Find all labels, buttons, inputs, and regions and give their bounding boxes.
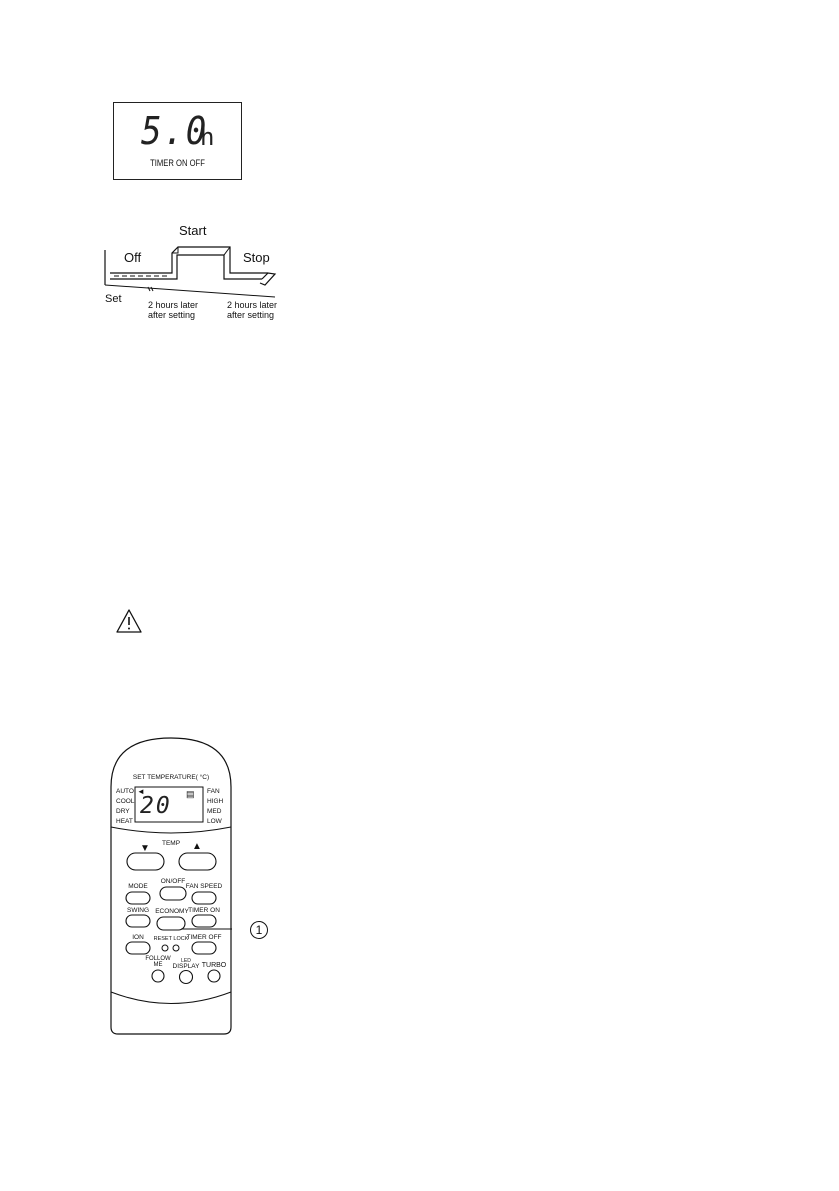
temp-down-icon: ▼: [140, 843, 150, 854]
timer-display: 5.0 h TIMER ON OFF: [113, 102, 242, 180]
temp-label: TEMP: [161, 840, 181, 847]
timer-on-button-label: TIMER ON: [188, 907, 220, 914]
turbo-button-label: TURBO: [201, 962, 227, 969]
temperature-value: 20: [140, 793, 172, 819]
start-label: Start: [179, 223, 207, 238]
fan-label: FAN: [207, 788, 220, 795]
fan-low-label: LOW: [207, 818, 222, 825]
later-label-1: 2 hours later: [148, 300, 199, 310]
after-label-2: after setting: [227, 310, 275, 320]
follow-me-button[interactable]: [152, 970, 164, 982]
ion-button-label: ION: [132, 934, 144, 941]
temp-up-button[interactable]: [179, 853, 216, 870]
led-display-button[interactable]: [179, 970, 192, 983]
temp-down-button[interactable]: [127, 853, 164, 870]
stop-label: Stop: [243, 250, 270, 265]
mode-cool-label: COOL: [116, 798, 135, 805]
follow-me-label-1: FOLLOW: [145, 956, 171, 962]
led-display-label-1: LED: [181, 958, 191, 964]
on-off-button-label: ON/OFF: [160, 878, 186, 885]
fan-high-label: HIGH: [207, 798, 224, 805]
swing-button[interactable]: [126, 915, 150, 927]
after-label-1: after setting: [148, 310, 196, 320]
fan-speed-button-label: FAN SPEED: [185, 883, 223, 890]
mode-button-label: MODE: [128, 883, 148, 890]
set-label: Set: [105, 293, 122, 305]
timer-value: 5.0: [141, 109, 209, 153]
mode-heat-label: HEAT: [116, 818, 133, 825]
mode-button[interactable]: [126, 892, 150, 904]
ion-button[interactable]: [126, 942, 150, 954]
mode-indicator-icon: ◄: [137, 787, 145, 796]
callout-number: 1: [250, 921, 268, 939]
off-label: Off: [124, 250, 142, 265]
swing-button-label: SWING: [126, 907, 150, 914]
remote-body: [110, 737, 232, 1035]
mode-dry-label: DRY: [116, 808, 130, 815]
fan-med-label: MED: [207, 808, 222, 815]
turbo-button[interactable]: [208, 970, 220, 982]
economy-button[interactable]: [157, 917, 185, 930]
on-off-button[interactable]: [160, 887, 186, 900]
reset-lock-label: RESET LOCK: [153, 936, 189, 942]
timing-diagram-drawing: [104, 246, 277, 298]
economy-button-label: ECONOMY: [155, 908, 189, 915]
warning-triangle-icon: [115, 608, 143, 634]
later-label-2: 2 hours later: [227, 300, 278, 310]
reset-button[interactable]: [162, 945, 168, 951]
mode-auto-label: AUTO: [116, 788, 134, 795]
fan-speed-button[interactable]: [192, 892, 216, 904]
fan-icon: ▤: [186, 789, 195, 799]
set-temperature-label: SET TEMPERATURE( °C): [132, 774, 210, 781]
timer-timing-diagram: Start Off Stop Set 2 hours later after s…: [100, 223, 280, 325]
led-display-label-2: DISPLAY: [172, 963, 200, 970]
timer-unit: h: [200, 123, 215, 151]
timer-off-button-label: TIMER OFF: [186, 934, 222, 941]
temp-up-icon: ▲: [192, 841, 202, 852]
timer-on-button[interactable]: [192, 915, 216, 927]
remote-control: SET TEMPERATURE( °C) AUTO COOL DRY HEAT …: [110, 737, 232, 1035]
timer-caption: TIMER ON OFF: [150, 158, 205, 168]
follow-me-label-2: ME: [153, 962, 163, 968]
lock-button[interactable]: [173, 945, 179, 951]
timer-off-button[interactable]: [192, 942, 216, 954]
